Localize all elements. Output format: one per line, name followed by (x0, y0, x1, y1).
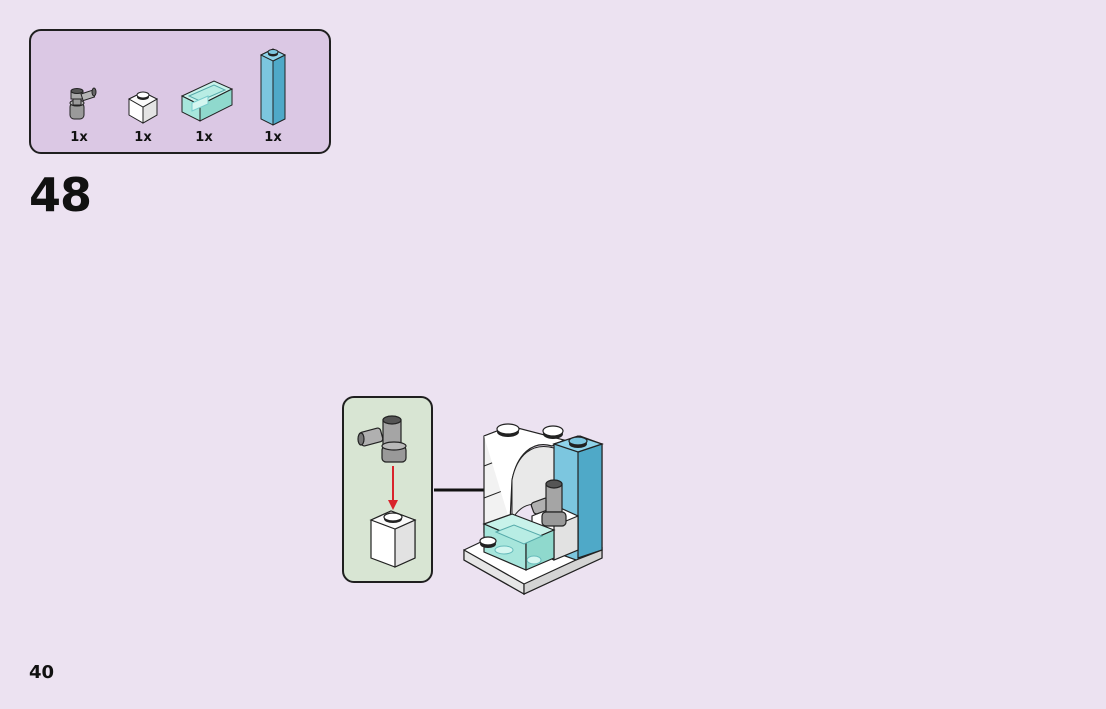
trans-light-blue-bathtub-piece-icon (180, 80, 234, 122)
parts-list-box: 1x 1x 1x 1x (29, 29, 331, 154)
page-number: 40 (29, 662, 55, 683)
faucet-piece-icon (357, 415, 407, 463)
part-item-bathtub: 1x (174, 31, 234, 151)
part-item-faucet: 1x (59, 31, 99, 151)
light-blue-1x1x5-brick-icon (259, 48, 287, 126)
sub-assembly-illustration (357, 415, 417, 568)
gray-faucet-bar-piece-icon (69, 87, 97, 120)
step-number: 48 (29, 168, 92, 222)
part-qty-faucet: 1x (70, 130, 88, 145)
white-brick-icon (369, 510, 417, 568)
sub-assembly-box (342, 396, 433, 583)
red-down-arrow-icon (388, 466, 398, 510)
part-item-white-brick: 1x (123, 31, 163, 151)
part-qty-bathtub: 1x (195, 130, 213, 145)
part-item-tall-brick: 1x (253, 31, 293, 151)
part-qty-white-brick: 1x (134, 130, 152, 145)
part-qty-tall-brick: 1x (264, 130, 282, 145)
white-1x1-brick-icon (127, 91, 159, 124)
model-assembly-illustration (463, 423, 604, 595)
